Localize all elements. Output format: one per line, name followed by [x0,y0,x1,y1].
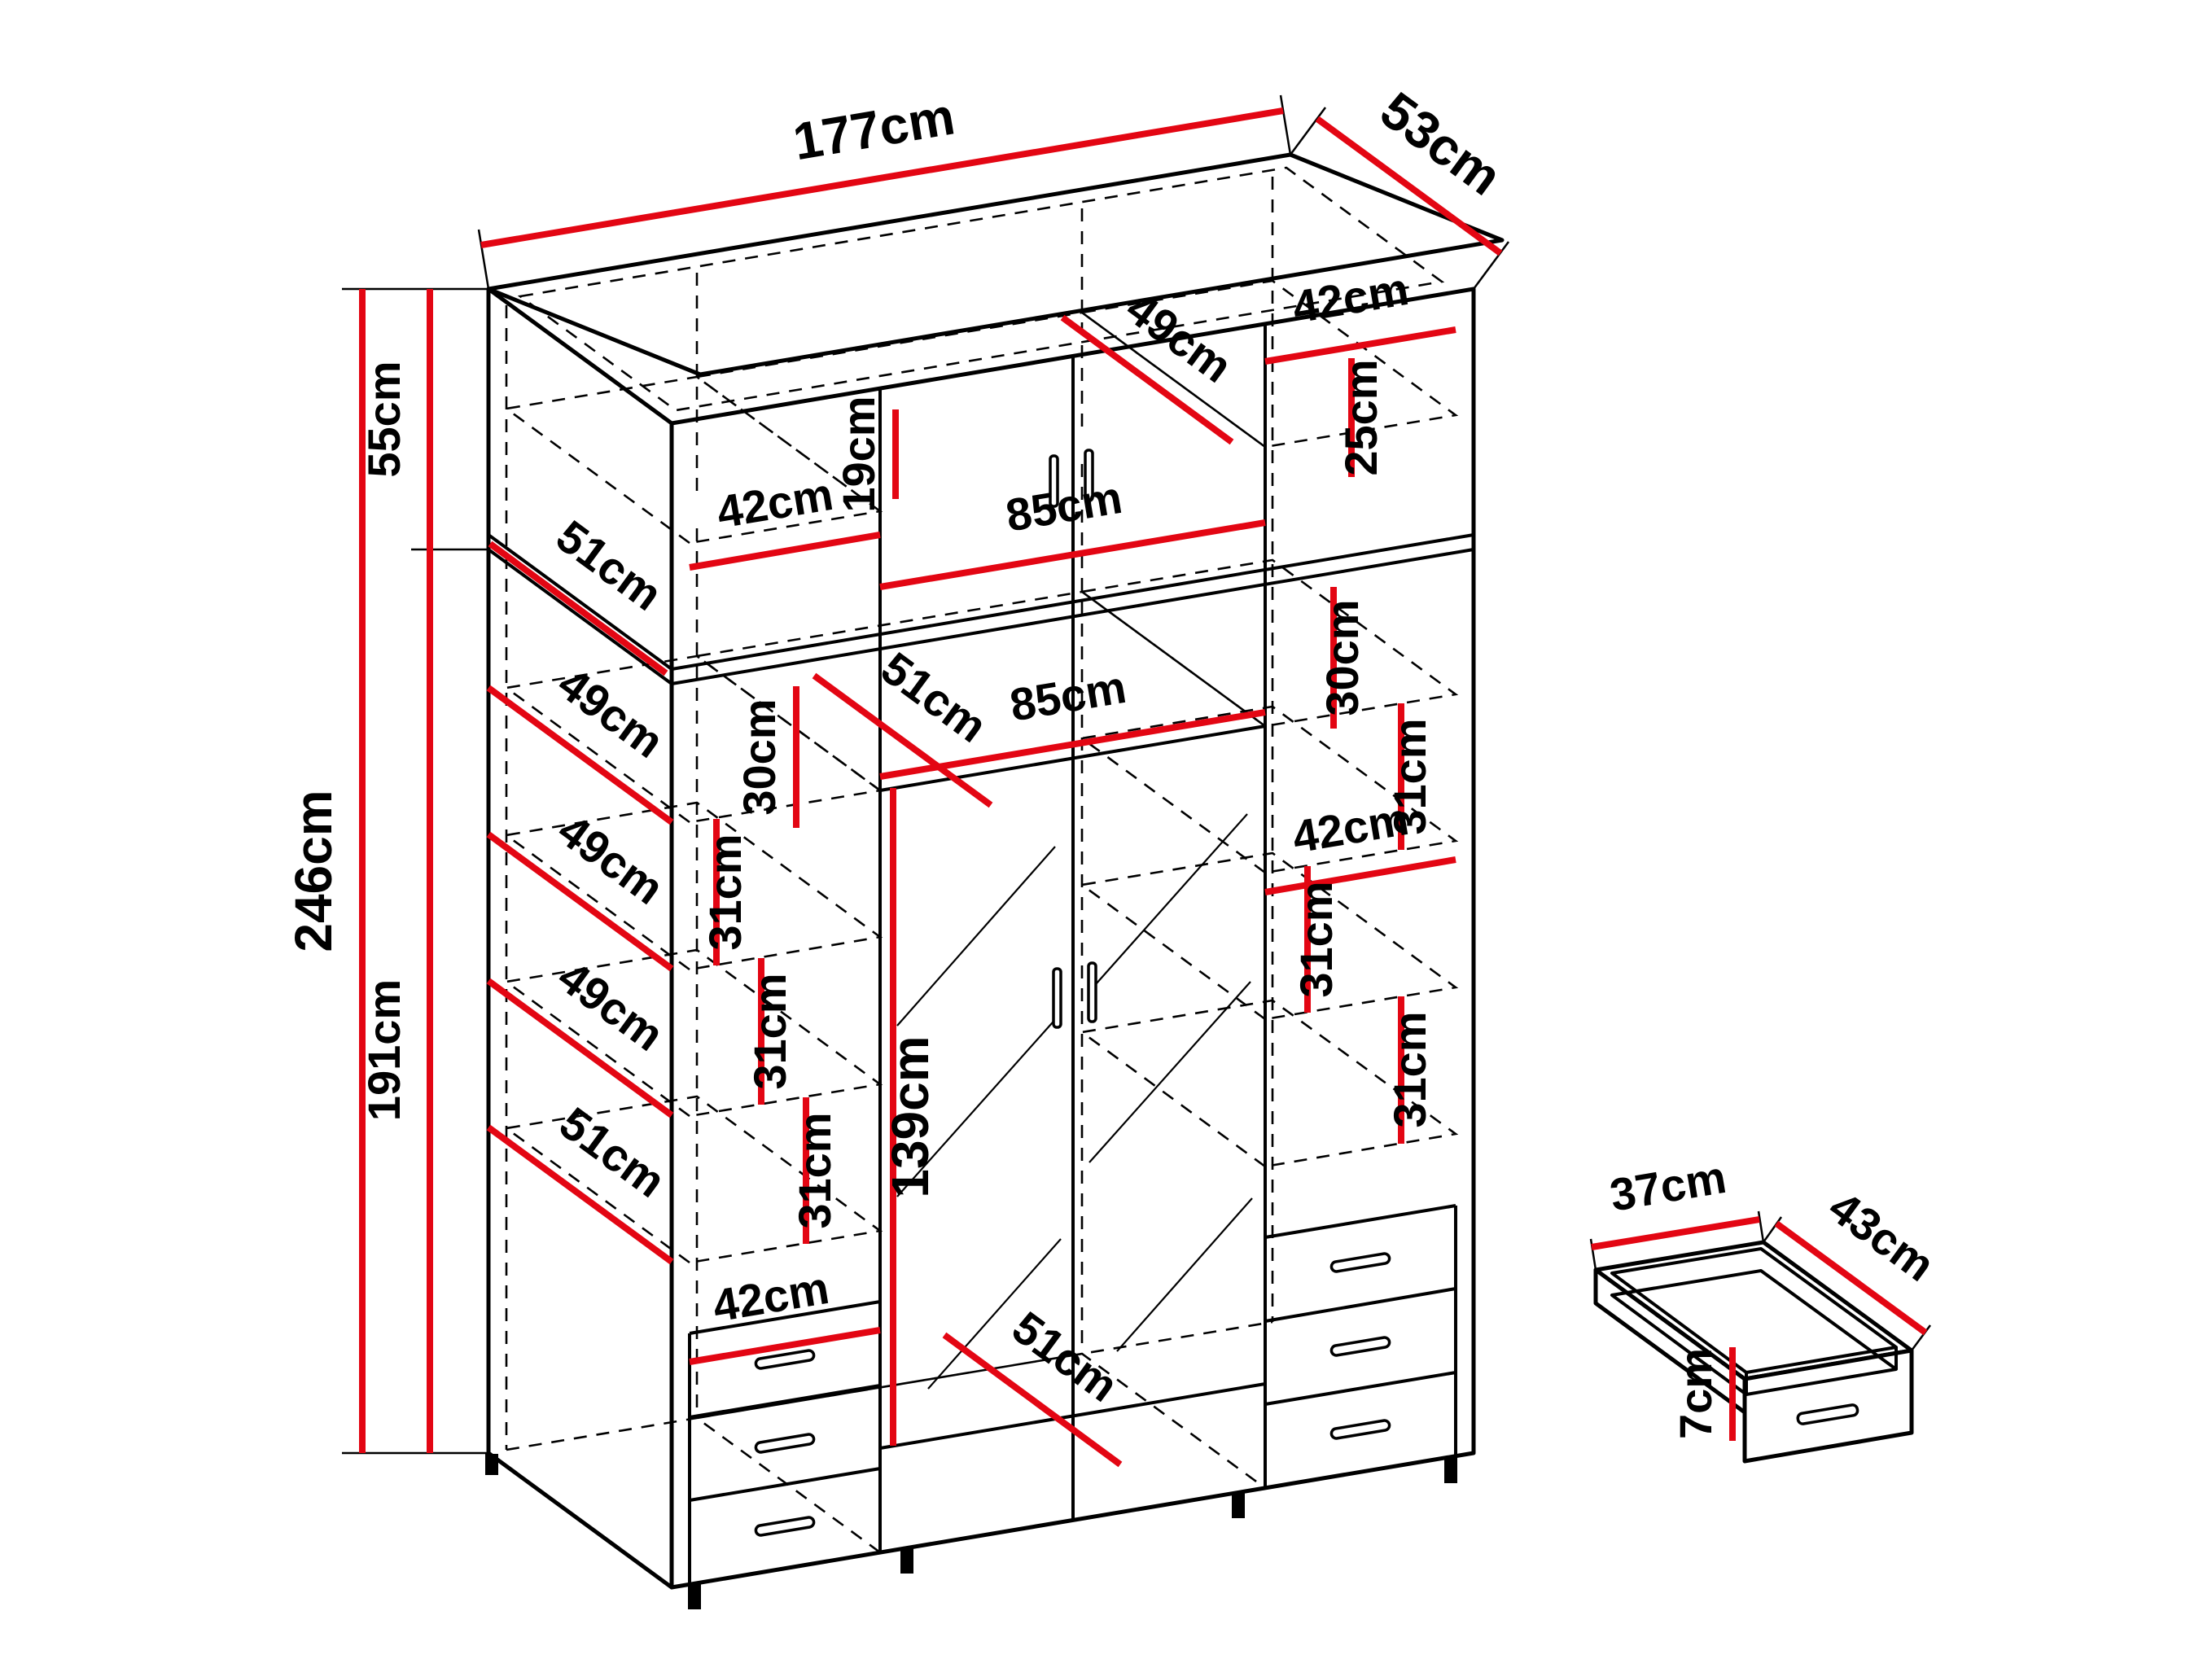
dim-label-top-section-height: 55cm [358,361,410,477]
back-vertical-dashed [505,177,1274,1450]
dim-main-section-height: 191cm [358,549,433,1453]
dim-label-top-height-19: 19cm [833,396,884,512]
dim-label-left-height-31-b: 31cm [744,973,795,1089]
dim-label-right-height-30: 30cm [1316,599,1368,716]
dim-left-height-31-a: 31cm [699,819,751,965]
left-drawer-handle-2 [754,1433,816,1454]
dim-left-height-31-c: 31cm [789,1097,840,1244]
dim-line-left-depth-49-c [486,978,674,1118]
dim-line-drawer-width-37 [1591,1216,1760,1250]
dim-top-height-19: 19cm [833,396,899,513]
mirror-door-handle-left [1052,967,1062,1029]
dim-line-left-width-42 [689,1327,881,1365]
dim-mirror-height-139: 139cm [881,788,940,1446]
top-door-handle-right [1084,449,1094,502]
dim-line-top-width-42-right [1264,326,1456,365]
interior-dashed-lines [503,166,1459,1554]
drawer-front-panel [1742,1348,1914,1464]
top-door-handle-left [1049,454,1059,508]
dim-label-right-height-31-a: 31cm [1384,718,1435,834]
dim-top-height-25: 25cm [1335,358,1386,477]
mirror-panels [896,813,1253,1390]
dim-left-height-31-b: 31cm [744,958,795,1105]
dim-line-mid-depth-51 [812,672,993,808]
dim-line-top-width-85 [879,519,1266,590]
dim-label-left-height-31-c: 31cm [789,1112,840,1228]
dim-label-right-height-31-c: 31cm [1384,1011,1435,1127]
dim-right-height-30: 30cm [1316,587,1368,729]
left-drawer-handle-1 [754,1349,816,1370]
right-drawer-handle-1 [1329,1252,1391,1273]
right-drawer-handle-2 [1329,1336,1391,1357]
dim-line-mid-width-85 [879,709,1266,780]
dim-label-overall-depth: 53cm [1370,81,1513,207]
dim-overall-height: 246cm [284,289,366,1453]
dim-line-top-depth-51 [488,541,668,676]
top-face-inset-dashed [517,166,1445,412]
dim-line-top-depth-49 [1060,314,1234,445]
dim-label-drawer-height-7: 7cm [1670,1348,1721,1439]
cabinet-feet [485,1454,1457,1609]
right-column-shelves-dashed [1079,558,1459,1168]
mirror-hatch-right [1088,813,1253,1352]
right-drawer-handle-3 [1329,1419,1391,1440]
dim-mid-height-30: 30cm [734,686,799,828]
dim-label-right-height-31-b: 31cm [1290,881,1342,997]
drawer-front-handle [1796,1403,1859,1425]
dim-label-overall-width: 177cm [789,86,958,171]
dim-line-left-depth-49-a [486,685,674,825]
mirror-hatch-left [896,846,1062,1390]
dim-line-right-width-42 [1264,856,1456,895]
dim-line-top-width-42-left [689,532,881,571]
extension-lines [342,94,1932,1455]
top-face [486,152,1505,377]
dim-line-left-depth-49-b [486,831,674,972]
left-column-shelves-dashed [503,654,883,1264]
dim-drawer-height-7: 7cm [1670,1347,1736,1441]
dim-line-left-depth-51 [486,1124,674,1265]
dim-right-height-31-c: 31cm [1384,996,1435,1144]
dim-line-overall-depth [1315,116,1503,256]
dim-label-mirror-height-139: 139cm [881,1035,940,1197]
drawer-inner-box [1610,1247,1898,1396]
left-side-face [486,287,674,1590]
dim-label-mid-height-30: 30cm [734,698,785,815]
dim-right-height-31-b: 31cm [1290,866,1342,1013]
drawer-detail [1593,1240,1914,1464]
dim-line-drawer-depth-43 [1774,1220,1928,1336]
dim-line-overall-width [480,107,1284,248]
dim-label-top-height-25: 25cm [1335,359,1386,475]
left-drawer-handle-3 [754,1516,816,1537]
dim-label-main-section-height: 191cm [358,979,410,1121]
middle-compartment-dashed [506,590,1273,1554]
dim-line-bottom-depth-51 [942,1332,1123,1468]
dim-label-drawer-width-37: 37cm [1606,1151,1730,1221]
dim-label-overall-height: 246cm [284,790,343,952]
dim-drawer-width-37: 37cm [1591,1151,1760,1250]
internal-structure-lines [487,324,1474,1584]
door-and-drawer-handles [754,449,1391,1537]
dim-label-left-height-31-a: 31cm [699,834,751,950]
dim-top-section-height: 55cm [358,289,433,549]
dim-label-drawer-depth-43: 43cm [1820,1180,1944,1291]
dim-right-height-31-a: 31cm [1384,703,1435,850]
mirror-door-handle-right [1087,961,1097,1023]
